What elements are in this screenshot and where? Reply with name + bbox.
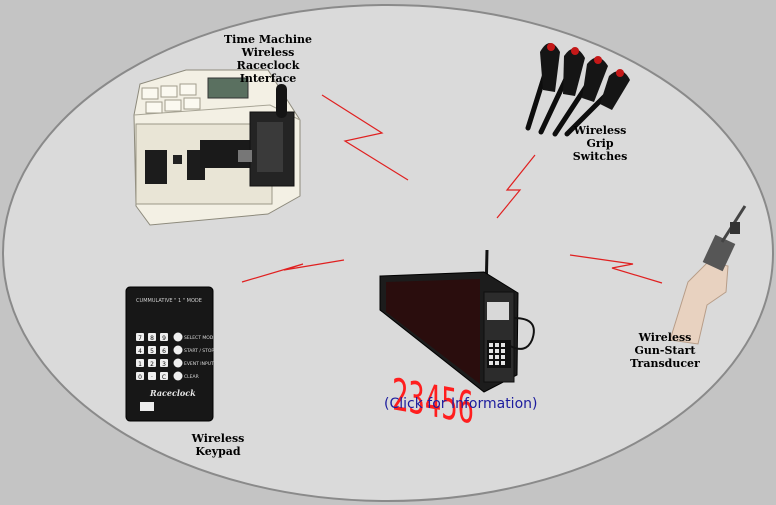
keypad-image[interactable]: CUMMULATIVE " 1 " MODE 7 8 9 4 5 6 1 2 3…: [125, 286, 216, 422]
signal-gun: [569, 254, 663, 284]
label-time-machine-line2: Wireless Raceclock: [236, 46, 300, 72]
keypad-key-1: 1: [138, 361, 142, 368]
label-gun-line3: Transducer: [630, 357, 700, 370]
label-time-machine-line3: Interface: [239, 72, 297, 85]
label-keypad-line1: Wireless Keypad: [191, 432, 245, 458]
information-link[interactable]: (Click for Information): [384, 396, 538, 412]
keypad-key-0: 0: [138, 374, 142, 381]
signal-keypad: [241, 259, 345, 283]
keypad-logo-icon: [140, 402, 154, 411]
signal-grip: [496, 154, 536, 219]
signal-interface: [321, 94, 409, 181]
keypad-key-4: 4: [138, 348, 142, 355]
label-time-machine: Time Machine Wireless Raceclock Interfac…: [212, 33, 324, 85]
label-grip-line2: Switches: [572, 150, 628, 163]
keypad-key-5: 5: [150, 348, 154, 355]
background-ellipse: [2, 4, 774, 502]
label-grip-line1: Wireless Grip: [573, 124, 627, 150]
label-gun-line1: Wireless: [638, 331, 692, 344]
label-gun-line2: Gun-Start: [634, 344, 696, 357]
keypad-label-event: EVENT INPUT: [184, 361, 214, 367]
keypad-key-c: C: [162, 374, 166, 381]
keypad-label-clear: CLEAR: [184, 374, 199, 380]
keypad-key-9: 9: [162, 335, 166, 342]
label-grip-switches: Wireless Grip Switches: [562, 124, 638, 163]
label-gun-start: Wireless Gun-Start Transducer: [630, 331, 700, 370]
time-machine-device-image[interactable]: [133, 69, 301, 226]
gun-start-image[interactable]: [669, 205, 747, 345]
keypad-keys: [136, 332, 183, 381]
keypad-key-3: 3: [162, 361, 166, 368]
keypad-brand: Raceclock: [149, 388, 196, 398]
wireless-signal-group: [241, 94, 663, 284]
keypad-label-startstop: START / STOP: [184, 348, 214, 354]
keypad-key-dot: ·: [151, 374, 153, 381]
keypad-key-6: 6: [162, 348, 166, 355]
keypad-header: CUMMULATIVE " 1 " MODE: [136, 298, 202, 304]
grip-switches-image[interactable]: [525, 43, 630, 137]
keypad-key-8: 8: [150, 335, 154, 342]
label-keypad: Wireless Keypad: [168, 432, 268, 458]
label-time-machine-line1: Time Machine: [223, 33, 312, 46]
keypad-key-2: 2: [150, 361, 154, 368]
keypad-label-select: SELECT MODE: [184, 335, 216, 341]
keypad-key-7: 7: [138, 335, 142, 342]
